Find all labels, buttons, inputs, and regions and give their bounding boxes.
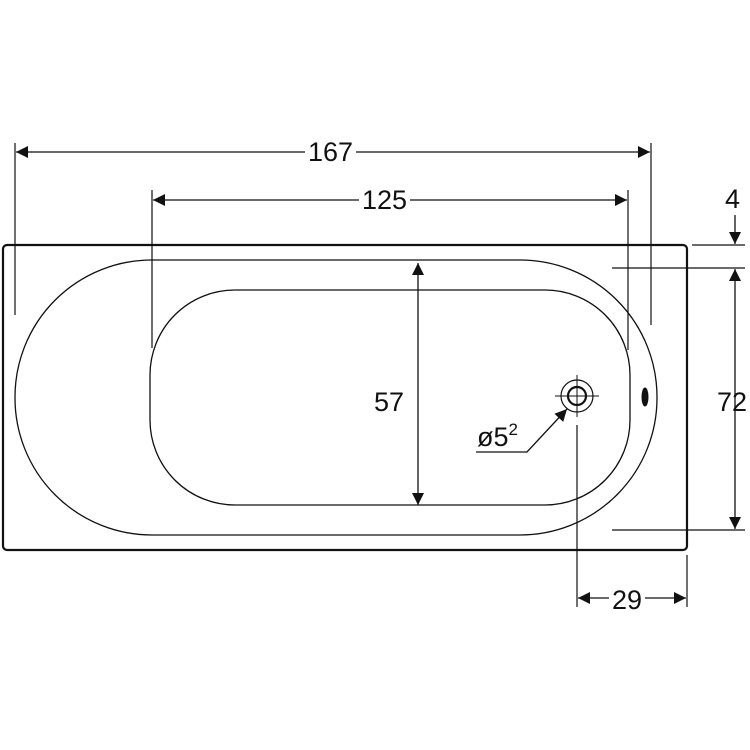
rim-inner-outline bbox=[14, 259, 658, 536]
basin-outline bbox=[149, 289, 631, 506]
dim-label-167: 167 bbox=[305, 139, 357, 166]
overflow-icon bbox=[641, 387, 649, 407]
dim-label-4: 4 bbox=[722, 186, 744, 213]
dim-label-57: 57 bbox=[371, 389, 408, 416]
leader-line bbox=[476, 408, 568, 453]
drain-diameter-label: ø52 bbox=[474, 421, 521, 452]
drain-diameter-sup: 2 bbox=[508, 420, 518, 439]
drain-diameter-value: ø5 bbox=[477, 422, 509, 452]
tub-outline bbox=[1, 243, 689, 552]
dim-label-125: 125 bbox=[359, 187, 411, 214]
dim-label-72: 72 bbox=[717, 387, 748, 417]
dim-label-29: 29 bbox=[609, 587, 646, 614]
